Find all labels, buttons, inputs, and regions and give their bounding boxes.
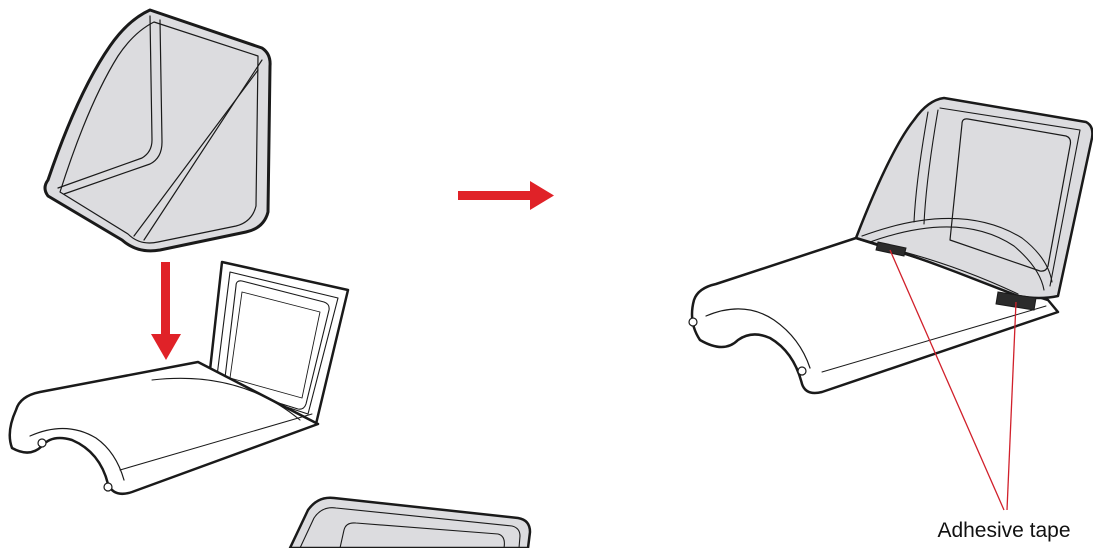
seat-base-separate: [10, 262, 348, 494]
adhesive-tape-label: Adhesive tape: [937, 519, 1070, 542]
right-arrow-icon: [458, 181, 554, 210]
partial-cushion-view: [290, 498, 530, 548]
wedge-cushion-separate: [45, 10, 270, 251]
down-arrow-icon: [151, 262, 181, 360]
